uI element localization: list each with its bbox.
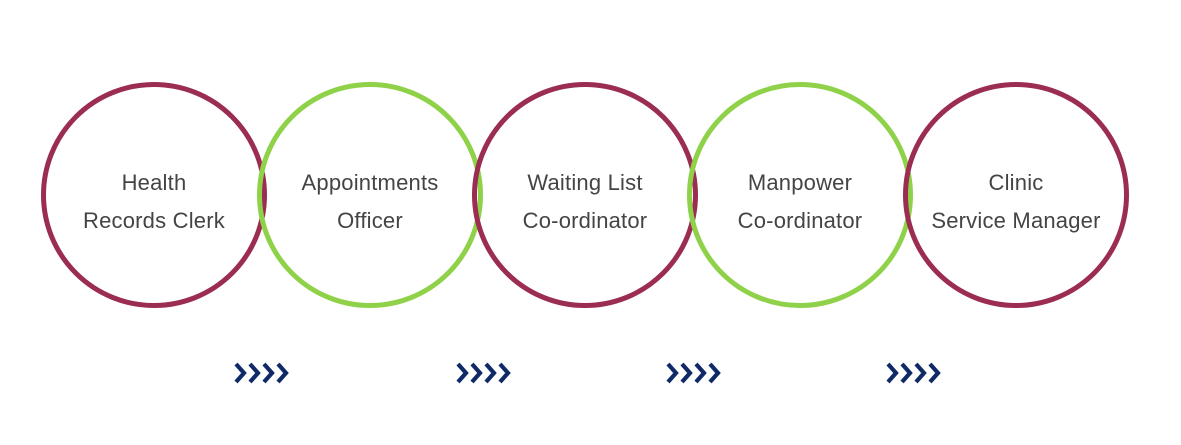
stage-label-clinic-service-manager: Clinic Service Manager	[903, 164, 1129, 240]
stage-label-line2: Records Clerk	[83, 208, 225, 233]
chevrons-right-icon	[665, 360, 729, 386]
chevrons-right-icon-graphic	[886, 362, 941, 384]
stage-label-line1: Appointments	[301, 170, 439, 195]
stage-label-health-records-clerk: Health Records Clerk	[41, 164, 267, 240]
stage-label-line1: Manpower	[747, 170, 853, 195]
chevrons-right-icon	[455, 360, 519, 386]
chevrons-right-icon-graphic	[234, 362, 289, 384]
stage-label-line2: Service Manager	[931, 208, 1101, 233]
stage-label-appointments-officer: Appointments Officer	[257, 164, 483, 240]
stage-label-waiting-list-coordinator: Waiting List Co-ordinator	[472, 164, 698, 240]
stage-label-line2: Officer	[337, 208, 403, 233]
stage-ring-clinic-service-manager	[903, 82, 1129, 308]
stage-label-line2: Co-ordinator	[737, 208, 863, 233]
stage-label-manpower-coordinator: Manpower Co-ordinator	[687, 164, 913, 240]
stage-label-line2: Co-ordinator	[522, 208, 648, 233]
stage-label-line1: Waiting List	[527, 170, 643, 195]
chevrons-right-icon-graphic	[456, 362, 511, 384]
chevrons-right-icon-graphic	[666, 362, 721, 384]
chevrons-right-icon	[885, 360, 949, 386]
stage-label-line1: Health	[121, 170, 187, 195]
stage-label-line1: Clinic	[988, 170, 1044, 195]
chevrons-right-icon	[233, 360, 297, 386]
